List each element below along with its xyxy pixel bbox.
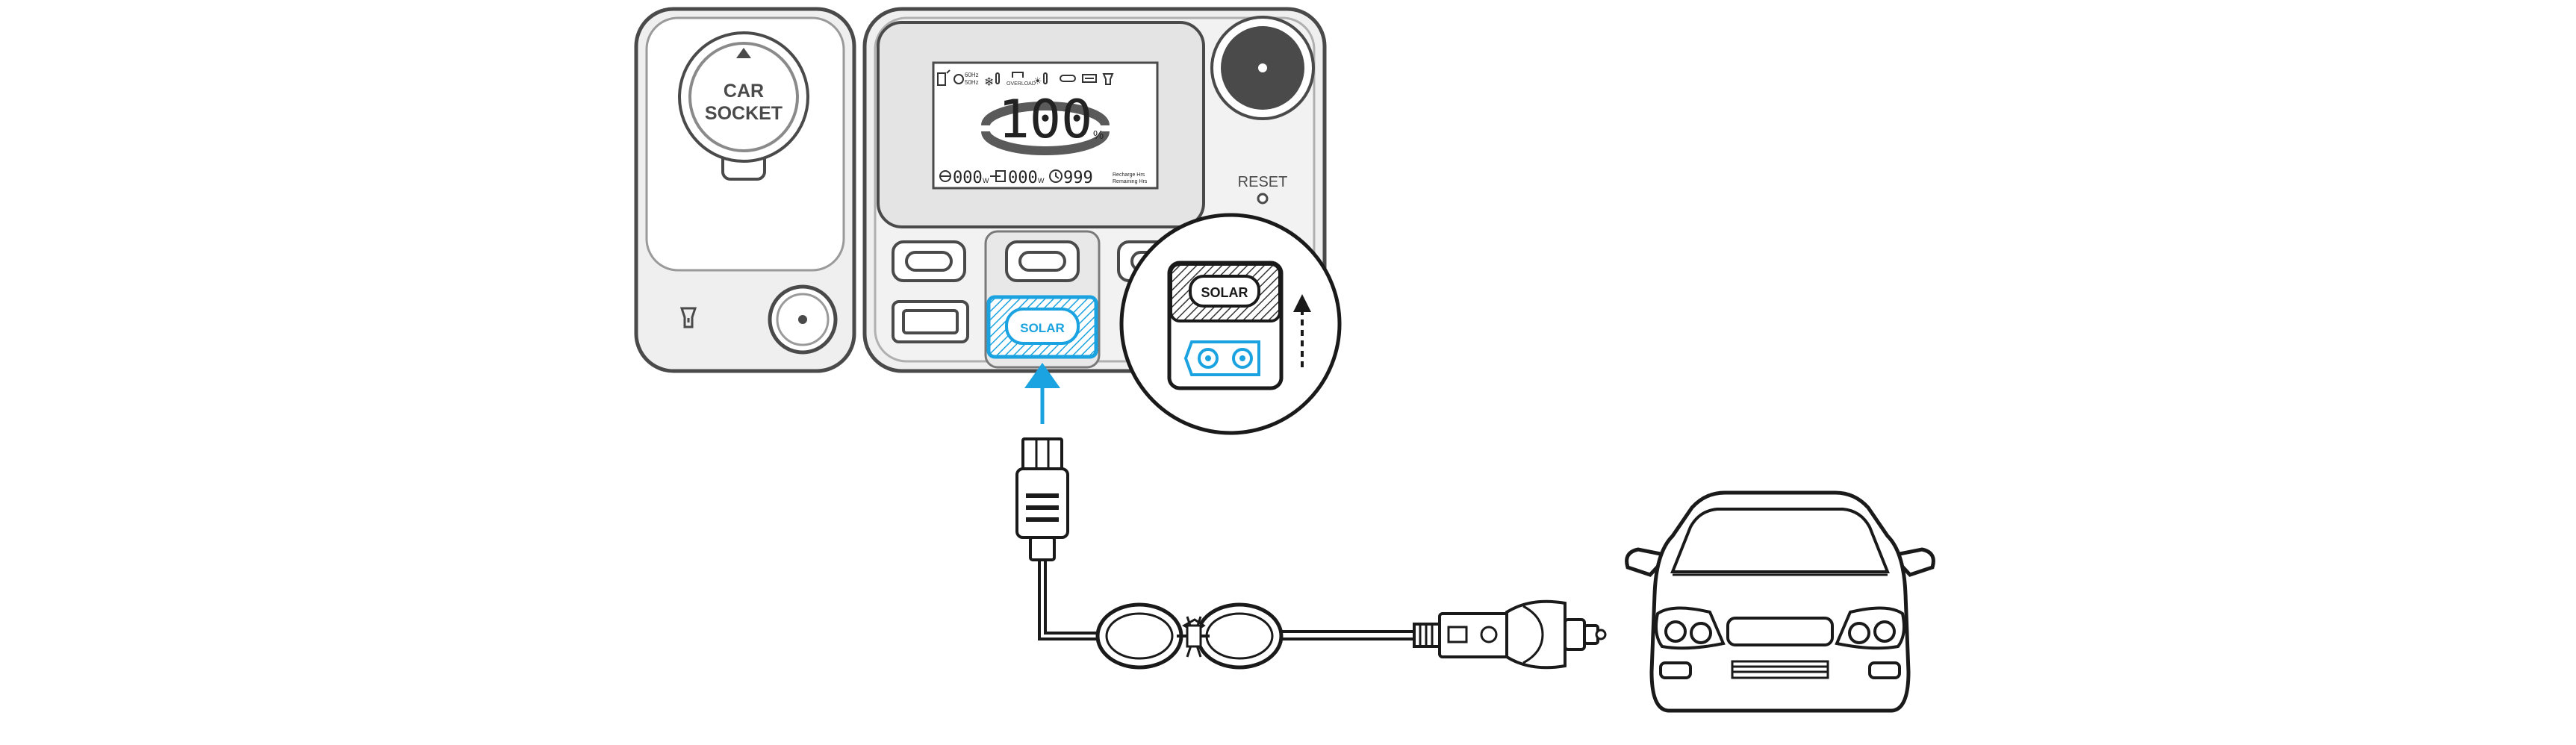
car-illustration <box>1625 490 1935 713</box>
car-grille <box>1726 617 1834 646</box>
cable-coil <box>1095 602 1284 670</box>
insert-arrow-icon <box>1024 363 1060 424</box>
charging-cable <box>1015 437 1416 670</box>
arrow-up-icon <box>736 48 751 58</box>
usb-a-port[interactable] <box>892 300 969 343</box>
ac-output-icon <box>953 74 964 84</box>
percent-sign: % <box>1093 129 1104 142</box>
car-socket-plug <box>1413 599 1607 670</box>
remaining-label: Remaining Hrs <box>1113 179 1148 184</box>
flashlight-icon <box>679 307 697 328</box>
recharge-label: Recharge Hrs <box>1113 172 1145 178</box>
sun-icon: ☀ <box>1033 75 1042 87</box>
usb-c-port-middle[interactable] <box>1005 240 1080 282</box>
battery-ring <box>981 102 1110 155</box>
input-unit: W <box>1038 177 1045 184</box>
solar-input-connector-icon <box>1183 340 1260 376</box>
light-indicator-icon <box>1102 73 1114 85</box>
temperature-icon <box>995 72 1000 84</box>
input-watts: 000 <box>1008 169 1038 187</box>
right-headlight <box>1835 606 1905 650</box>
car-socket-label-line1: CAR <box>724 81 764 102</box>
solar-indicator-icon <box>1043 72 1048 84</box>
solar-port[interactable]: SOLAR <box>986 295 1098 359</box>
lift-cover-arrow-icon <box>1293 294 1311 367</box>
clock-icon <box>1049 169 1063 183</box>
usb-a-icon <box>1082 74 1097 83</box>
overload-label: OVERLOAD <box>1007 81 1036 87</box>
usb-c-port-left[interactable] <box>892 240 966 282</box>
overload-icon <box>1012 72 1024 78</box>
callout-solar-label: SOLAR <box>1201 285 1248 300</box>
device-icon <box>937 69 951 86</box>
left-headlight <box>1655 606 1726 650</box>
frequency-top: 60Hz <box>965 72 979 78</box>
front-panel: 60Hz 50Hz ❄ OVERLOAD ☀ <box>862 7 1327 373</box>
solar-port-callout: SOLAR <box>1119 213 1342 435</box>
output-icon <box>939 170 951 182</box>
time-value: 999 <box>1063 169 1093 187</box>
output-watts: 000 <box>953 169 983 187</box>
frequency-bottom: 50Hz <box>965 79 979 86</box>
power-button[interactable] <box>1210 16 1315 120</box>
output-unit: W <box>983 177 989 184</box>
light-button[interactable] <box>768 284 838 355</box>
reset-label: RESET <box>1238 174 1288 190</box>
input-icon <box>990 170 1006 182</box>
reset-button[interactable] <box>1257 193 1269 205</box>
snowflake-icon: ❄ <box>984 76 994 89</box>
solar-port-label: SOLAR <box>1020 321 1065 335</box>
car-socket-cover: CAR SOCKET <box>678 31 809 181</box>
solar-connector-plug <box>1015 437 1069 561</box>
car-lower-intake <box>1731 660 1829 679</box>
lcd-screen: 60Hz 50Hz ❄ OVERLOAD ☀ <box>932 61 1159 190</box>
usb-c-icon <box>1060 75 1076 82</box>
car-socket-label-line2: SOCKET <box>705 103 783 124</box>
battery-percent: 100 <box>998 89 1092 150</box>
side-panel: CAR SOCKET <box>634 7 856 373</box>
